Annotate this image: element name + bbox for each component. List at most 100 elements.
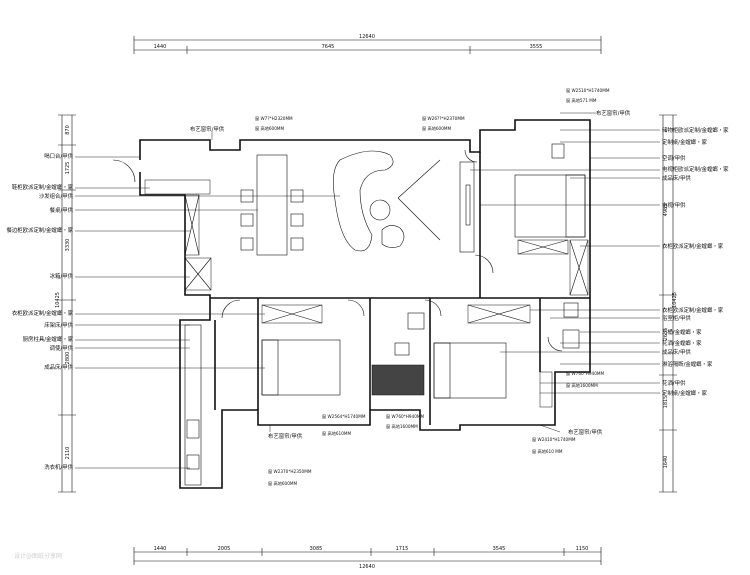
window-note-4a: 窗 W2564*H1740MM (322, 413, 366, 420)
coffee-table (369, 199, 391, 221)
label-right-9: 衣柜欧派定制/金螳螂・家 (662, 306, 724, 314)
ensuite (562, 302, 580, 349)
left-labels: 喝口台/甲供 鞋柜欧派定制/金螳螂・家 沙发组合/甲供 餐桌/甲供 餐边柜欧派定… (6, 152, 73, 471)
living-room (144, 150, 475, 291)
window-note-3b: 窗 高地571 MM (566, 97, 597, 104)
label-left-8: 床架床/甲供 (44, 321, 73, 329)
bed-headboard (565, 174, 586, 238)
bottom-dimension-chain: 1440 2005 3085 1715 3545 1150 12640 (133, 546, 602, 570)
window-note-1a: 窗 W7?*H2320MM (255, 115, 293, 122)
bedroom2-headboard (261, 339, 279, 396)
desk (551, 143, 565, 159)
label-left-2: 鞋柜欧派定制/金螳螂・家 (12, 183, 74, 191)
right-leaders (470, 112, 660, 394)
dim-bottom-3: 3085 (310, 546, 323, 552)
label-left-6: 冰箱/甲供 (50, 272, 74, 280)
dining-chair (290, 237, 304, 251)
window-note-6a: 窗 W2410*H1740MM (532, 436, 576, 443)
window-note-8a: 窗 W760*H940MM (566, 370, 604, 377)
wardrobe-2 (517, 239, 569, 255)
label-left-4: 餐桌/甲供 (50, 206, 74, 214)
label-left-11: 成品床/甲供 (44, 363, 73, 371)
label-right-12: 花洒/金螳螂・家 (662, 339, 702, 347)
window-note-7b: 窗 高地600MM (268, 480, 297, 487)
label-right-7: 电视/甲供 (662, 201, 686, 209)
label-right-3: 定制桌/金螳螂・家 (662, 138, 708, 146)
sideboard (184, 194, 200, 256)
shower-area (371, 364, 425, 396)
dim-top-3: 3555 (530, 44, 543, 50)
sofa (333, 150, 394, 252)
bathroom-middle (371, 312, 425, 396)
label-right-1: 布艺窗帘/甲供 (596, 109, 631, 117)
bedroom3-headboard (433, 342, 451, 399)
toilet (394, 342, 410, 356)
sink (186, 419, 200, 439)
watermark: 设计@图纸分享网 (14, 552, 62, 560)
label-right-5: 电视柜欧派定制/金螳螂・家 (662, 165, 729, 173)
window-note-1b: 窗 高地600MM (255, 125, 284, 132)
bedroom3-desk (539, 371, 553, 408)
label-right-2: 储物柜欧派定制/金螳螂・家 (662, 126, 729, 134)
window-note-2b: 窗 高地600MM (422, 125, 451, 132)
window-notes: 窗 W7?*H2320MM 窗 高地600MM 窗 W26??*H2370MM … (255, 87, 610, 487)
window-note-8b: 窗 高地1600MM (566, 382, 598, 389)
walls (139, 119, 591, 489)
top-dimension-chain: 12640 1440 7645 3555 (133, 34, 602, 54)
armchair (381, 225, 405, 248)
bedroom-3 (433, 304, 553, 408)
bedroom2-bed (261, 339, 341, 396)
dim-left-5: 2110 (65, 447, 71, 460)
dim-left-total: 10425 (55, 292, 61, 308)
dim-left-1: 870 (65, 125, 71, 135)
dim-bottom-total: 12640 (359, 564, 375, 570)
master-bed (514, 174, 586, 238)
window-note-5b: 窗 高地1600MM (386, 423, 418, 430)
dim-bottom-5: 3545 (493, 546, 506, 552)
label-left-7: 衣柜欧派定制/金螳螂・家 (12, 309, 74, 317)
label-inner-3: 布艺窗帘/甲供 (568, 428, 603, 436)
dim-bottom-4: 1715 (396, 546, 409, 552)
dim-top-1: 1440 (154, 44, 167, 50)
doors (112, 149, 563, 352)
label-left-1: 喝口台/甲供 (44, 152, 73, 160)
dim-bottom-1: 1440 (154, 546, 167, 552)
dim-bottom-2: 2005 (218, 546, 231, 552)
dim-right-4: 1640 (663, 456, 669, 469)
basin (407, 312, 425, 330)
label-inner-1: 布艺窗帘/甲供 (190, 125, 225, 133)
left-dimension-chain: 870 1725 3330 10425 2800 2110 (55, 114, 76, 493)
tv-cabinet (459, 161, 475, 253)
shoe-cabinet (144, 179, 211, 195)
window-note-7a: 窗 W2370*H2350MM (268, 468, 312, 475)
window-note-6b: 窗 高地610 MM (532, 448, 563, 455)
label-left-12: 洗衣机/甲供 (44, 463, 73, 471)
washing-machine (186, 454, 200, 470)
label-right-13: 成品床/甲供 (662, 348, 691, 356)
label-right-4: 空调/甲供 (662, 154, 686, 162)
label-right-16: 定制桌/金螳螂・家 (662, 389, 708, 397)
label-right-11: 马桶/金螳螂・家 (662, 328, 702, 336)
kitchen (184, 324, 202, 486)
window-note-5a: 窗 W760*H940MM (386, 413, 424, 420)
label-left-5: 餐边柜欧派定制/金螳螂・家 (6, 226, 73, 234)
dining-table (256, 154, 288, 256)
bedroom-2 (261, 304, 341, 396)
dim-right-1: 4985 (663, 204, 669, 217)
label-right-10: 浴室柜/甲供 (662, 314, 691, 322)
window-note-4b: 窗 高地610MM (322, 430, 351, 437)
label-left-3: 沙发组合/甲供 (39, 192, 74, 200)
dim-right-3: 1815 (663, 396, 669, 409)
dim-left-2: 1725 (65, 162, 71, 175)
right-dimension-chain: 4985 10425 2635 1815 1640 (659, 114, 678, 493)
bedroom3-bed (433, 342, 507, 399)
fridge (184, 257, 212, 291)
label-right-6: 成品床/甲供 (662, 174, 691, 182)
dim-right-2: 2635 (663, 328, 669, 341)
dim-left-4: 2800 (65, 352, 71, 365)
inner-labels: 布艺窗帘/甲供 布艺窗帘/甲供 布艺窗帘/甲供 (190, 125, 603, 440)
dim-top-total: 12640 (359, 34, 375, 40)
left-leaders (75, 156, 340, 469)
